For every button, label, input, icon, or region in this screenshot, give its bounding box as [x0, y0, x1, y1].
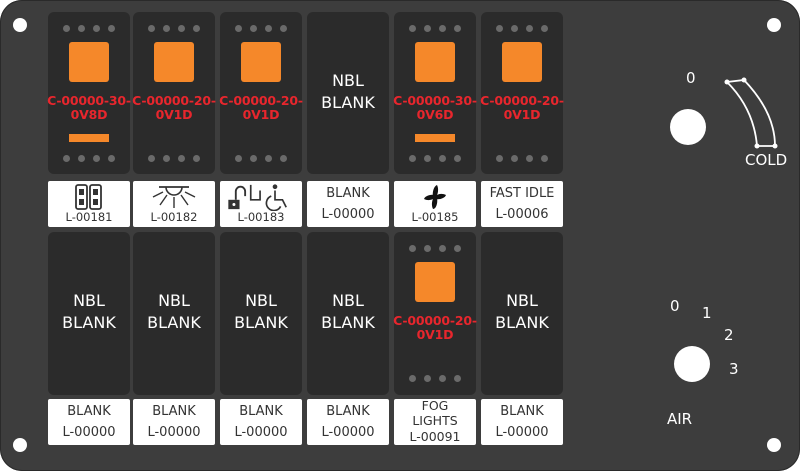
rocker-switch-1[interactable]: C-00000-30-0V8D: [47, 12, 131, 174]
label-title: FAST IDLE: [489, 186, 555, 201]
rocker-switch-11[interactable]: C-00000-20-0V1D: [393, 232, 477, 395]
blank-text: BLANK: [234, 313, 288, 332]
label-code: L-00181: [65, 210, 113, 224]
blank-text: BLANK: [495, 313, 549, 332]
part-number-line2: 0V8D: [70, 107, 108, 122]
indicator-pad: [241, 42, 281, 82]
label-code: L-00183: [237, 210, 285, 224]
label-blank: BLANK L-00000: [307, 399, 389, 445]
label-code: L-00000: [321, 425, 375, 440]
temperature-scale-wedge: [724, 77, 778, 149]
label-title-line2: LIGHTS: [412, 413, 458, 428]
air-position-1: 1: [702, 304, 712, 322]
rocker-switch-5[interactable]: C-00000-30-0V6D: [393, 12, 477, 174]
blank-text: BLANK: [321, 313, 375, 332]
dome-light-icon: [152, 186, 196, 208]
nbl-text: NBL: [73, 291, 105, 310]
part-number-line2: 0V1D: [503, 107, 541, 122]
label-code: L-00182: [150, 210, 198, 224]
part-number-line1: C-00000-20-: [132, 93, 216, 108]
mount-hole-top-right: [767, 18, 781, 32]
blank-switch-8: NBL BLANK: [133, 232, 215, 395]
indicator-pad: [69, 42, 109, 82]
blank-text: BLANK: [62, 313, 116, 332]
part-number-line1: C-00000-20-: [480, 93, 564, 108]
label-title: BLANK: [152, 404, 196, 419]
double-door-icon: [75, 184, 102, 210]
indicator-pad: [415, 42, 455, 82]
nbl-text: NBL: [158, 291, 190, 310]
air-knob[interactable]: [674, 346, 710, 382]
blank-switch-9: NBL BLANK: [220, 232, 302, 395]
label-l-00182: L-00182: [133, 181, 215, 227]
indicator-bar: [69, 134, 109, 142]
label-code: L-00000: [234, 425, 288, 440]
nbl-text: NBL: [332, 71, 364, 90]
cold-label: COLD: [745, 151, 788, 169]
label-blank: BLANK L-00000: [307, 181, 389, 227]
label-code: L-00000: [62, 425, 116, 440]
air-position-3: 3: [729, 360, 739, 378]
blank-text: BLANK: [321, 93, 375, 112]
rocker-switch-2[interactable]: C-00000-20-0V1D: [132, 12, 216, 174]
blank-switch-7: NBL BLANK: [48, 232, 130, 395]
label-title: BLANK: [239, 404, 283, 419]
label-title: BLANK: [500, 404, 544, 419]
indicator-pad: [502, 42, 542, 82]
part-number-line2: 0V1D: [242, 107, 280, 122]
temperature-knob[interactable]: [670, 109, 706, 145]
label-code: L-00185: [411, 210, 459, 224]
label-blank: BLANK L-00000: [220, 399, 302, 445]
nbl-text: NBL: [245, 291, 277, 310]
label-title: BLANK: [326, 186, 370, 201]
indicator-bar: [415, 134, 455, 142]
blank-text: BLANK: [147, 313, 201, 332]
mount-hole-top-left: [13, 18, 27, 32]
air-label: AIR: [667, 410, 693, 428]
mount-hole-bottom-right: [767, 438, 781, 452]
lock-wheelchair-icon: [228, 184, 287, 211]
part-number-line1: C-00000-20-: [393, 313, 477, 328]
label-title: BLANK: [67, 404, 111, 419]
label-blank: BLANK L-00000: [48, 399, 130, 445]
nbl-text: NBL: [332, 291, 364, 310]
label-title: BLANK: [326, 404, 370, 419]
blank-switch-4: NBL BLANK: [307, 12, 389, 174]
part-number-line1: C-00000-20-: [219, 93, 303, 108]
rocker-switch-6[interactable]: C-00000-20-0V1D: [480, 12, 564, 174]
air-position-0: 0: [670, 297, 680, 315]
label-code: L-00000: [147, 425, 201, 440]
air-position-2: 2: [724, 326, 734, 344]
label-code: L-00000: [495, 425, 549, 440]
label-code: L-00000: [321, 207, 375, 222]
part-number-line2: 0V6D: [416, 107, 454, 122]
fan-icon: [424, 185, 446, 209]
part-number-line2: 0V1D: [416, 327, 454, 342]
blank-switch-10: NBL BLANK: [307, 232, 389, 395]
blank-switch-12: NBL BLANK: [481, 232, 563, 395]
part-number-line1: C-00000-30-: [393, 93, 477, 108]
nbl-text: NBL: [506, 291, 538, 310]
indicator-pad: [154, 42, 194, 82]
label-l-00183: L-00183: [220, 181, 302, 227]
label-title-line1: FOG: [421, 399, 449, 413]
label-blank: BLANK L-00000: [481, 399, 563, 445]
label-blank: BLANK L-00000: [133, 399, 215, 445]
rocker-switch-3[interactable]: C-00000-20-0V1D: [219, 12, 303, 174]
part-number-line2: 0V1D: [155, 107, 193, 122]
mount-hole-bottom-left: [13, 438, 27, 452]
label-l-00181: L-00181: [48, 181, 130, 227]
part-number-line1: C-00000-30-: [47, 93, 131, 108]
label-fog-lights: FOG LIGHTS L-00091: [394, 399, 476, 445]
label-fast-idle: FAST IDLE L-00006: [481, 181, 563, 227]
temp-zero-label: 0: [686, 69, 696, 87]
label-code: L-00006: [495, 207, 549, 222]
label-l-00185: L-00185: [394, 181, 476, 227]
indicator-pad: [415, 262, 455, 302]
label-code: L-00091: [409, 429, 461, 444]
